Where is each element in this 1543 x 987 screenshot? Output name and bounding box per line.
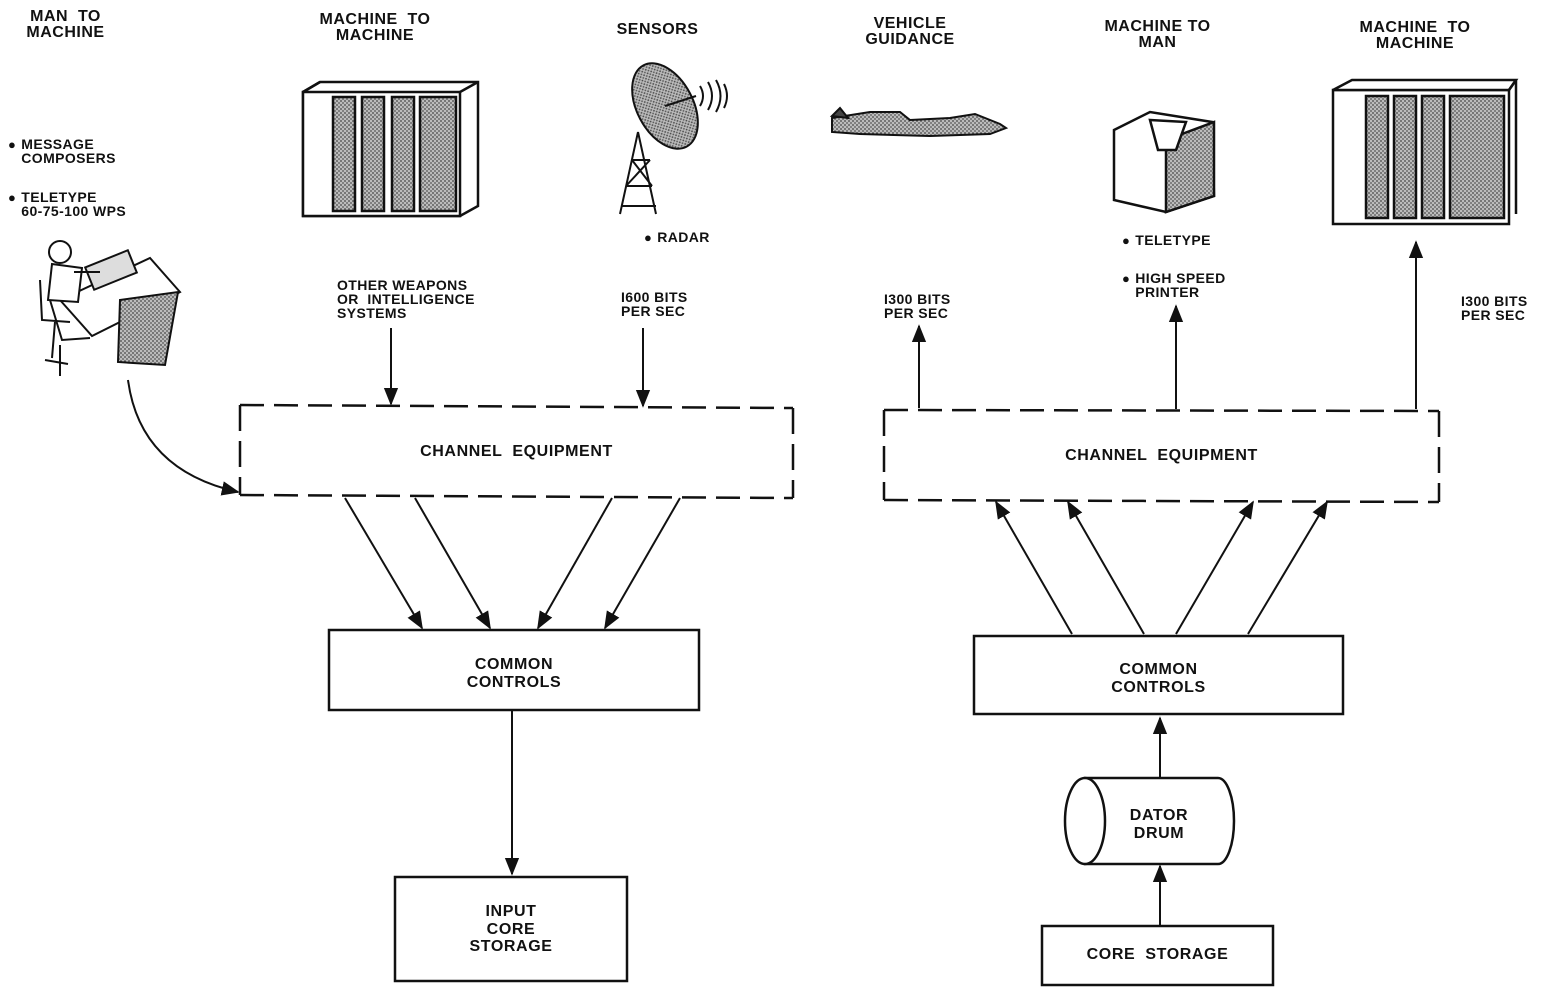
label-1600-bits: I600 BITS PER SEC: [621, 289, 688, 319]
teletype-in-text: TELETYPE 60-75-100 WPS: [21, 189, 127, 219]
core-storage-box: [1040, 924, 1275, 987]
teletype-printer-icon: [1112, 110, 1216, 214]
dator-drum-cylinder: [1063, 776, 1236, 866]
header-sensors: SENSORS: [616, 21, 699, 38]
common-controls-right-label: COMMON CONTROLS: [1111, 661, 1206, 696]
dator-drum-label: DATOR DRUM: [1129, 807, 1189, 842]
channel-equipment-right-box: [882, 408, 1441, 504]
header-man-to-machine: MAN TO MACHINE: [26, 8, 105, 41]
label-1300-bits-a: I300 BITS PER SEC: [884, 291, 951, 321]
computer-cabinet-icon: [1331, 78, 1519, 226]
channel-equipment-left-label: CHANNEL EQUIPMENT: [420, 443, 613, 460]
high-speed-printer-text: HIGH SPEED PRINTER: [1135, 270, 1226, 300]
computer-cabinet-icon: [301, 80, 480, 218]
arrows-channel-to-controls-left: [344, 497, 681, 630]
common-controls-left-box: [327, 628, 701, 712]
operator-at-console-icon: [39, 240, 182, 376]
radar-text: RADAR: [657, 229, 710, 245]
label-radar: RADAR: [644, 230, 710, 244]
arrow-operator-in: [127, 379, 240, 496]
arrows-controls-to-channel-right: [995, 500, 1328, 635]
channel-equipment-right-label: CHANNEL EQUIPMENT: [1065, 447, 1258, 464]
common-controls-left-label: COMMON CONTROLS: [466, 656, 562, 691]
label-other-weapons: OTHER WEAPONS OR INTELLIGENCE SYSTEMS: [337, 277, 475, 321]
radar-dish-icon: [619, 62, 728, 215]
label-message-composers: MESSAGE COMPOSERS: [8, 137, 116, 165]
core-storage-label: CORE STORAGE: [1086, 946, 1229, 963]
teletype-out-text: TELETYPE: [1135, 232, 1211, 248]
input-core-storage-label: INPUT CORE STORAGE: [469, 903, 553, 956]
label-1300-bits-b: I300 BITS PER SEC: [1461, 294, 1528, 322]
input-core-storage-box: [393, 875, 629, 983]
channel-equipment-left-box: [238, 403, 795, 500]
common-controls-right-box: [972, 634, 1345, 716]
label-high-speed-printer: HIGH SPEED PRINTER: [1122, 271, 1226, 299]
header-machine-to-machine-2: MACHINE TO MACHINE: [1359, 19, 1471, 52]
label-teletype-in: TELETYPE 60-75-100 WPS: [8, 190, 126, 218]
label-teletype-out: TELETYPE: [1122, 233, 1211, 247]
header-machine-to-machine-1: MACHINE TO MACHINE: [319, 11, 431, 44]
aircraft-icon: [829, 106, 1009, 138]
header-machine-to-man: MACHINE TO MAN: [1104, 18, 1211, 51]
message-composers-text: MESSAGE COMPOSERS: [21, 136, 116, 166]
header-vehicle-guidance: VEHICLE GUIDANCE: [865, 15, 955, 48]
